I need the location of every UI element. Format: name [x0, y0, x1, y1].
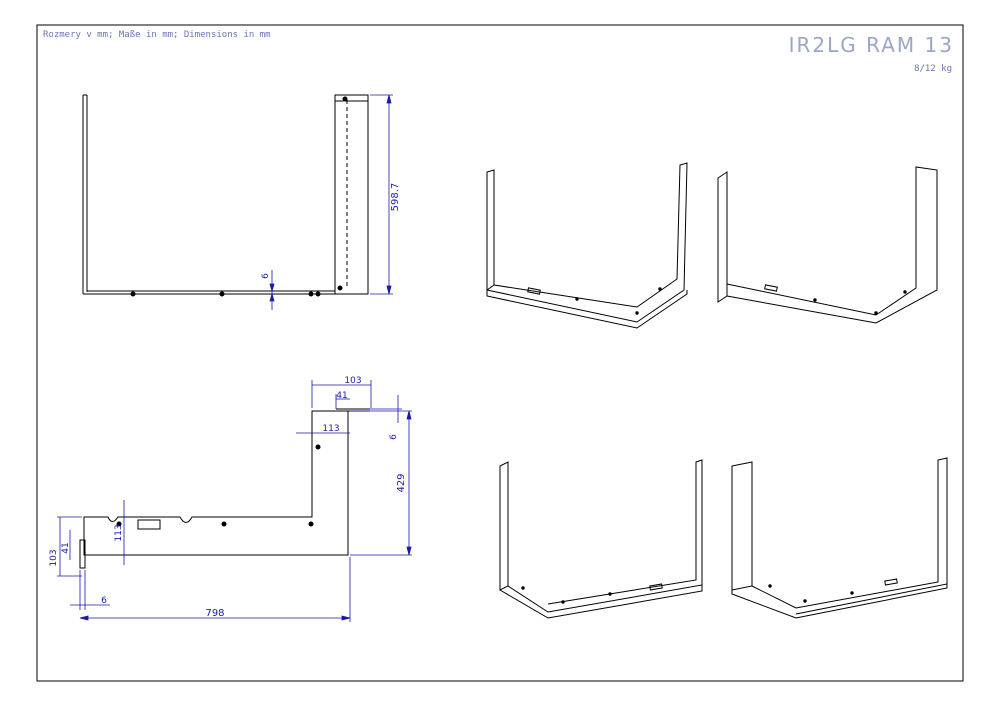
- weight-label: 8/12 kg: [914, 64, 952, 74]
- dim-103-left: 103: [49, 549, 59, 566]
- front-view: [82, 94, 369, 297]
- dim-41-top: 41: [336, 391, 347, 401]
- dim-798: 798: [205, 608, 224, 619]
- dim-thickness-6: 6: [261, 273, 271, 279]
- plan-view-dimensions: [57, 380, 412, 622]
- dim-6-right: 6: [389, 434, 399, 440]
- dim-height-598: 598.7: [390, 183, 401, 212]
- units-note: Rozmery v mm; Maße in mm; Dimensions in …: [43, 30, 271, 40]
- iso-view-2: [717, 166, 938, 324]
- dim-113-left: 113: [114, 524, 124, 541]
- front-view-dimensions: [269, 94, 393, 310]
- iso-view-4: [731, 457, 948, 619]
- iso-view-1: [486, 162, 688, 329]
- dim-6-bottom: 6: [101, 596, 107, 606]
- drawing-title: IR2LG RAM 13: [789, 33, 954, 57]
- dim-41-left: 41: [61, 542, 71, 553]
- iso-view-3: [499, 459, 703, 619]
- dim-113-top: 113: [322, 424, 339, 434]
- dim-103-top: 103: [344, 376, 361, 386]
- dim-429: 429: [396, 473, 407, 492]
- sheet-frame: [36, 24, 964, 682]
